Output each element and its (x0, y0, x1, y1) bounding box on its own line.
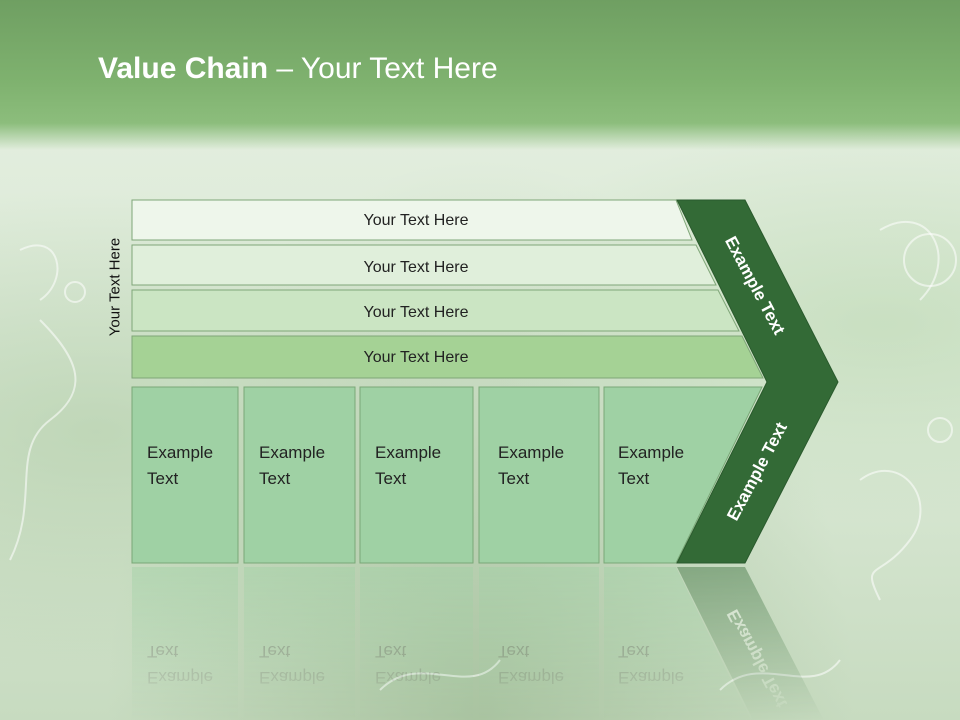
row-shape (131, 335, 764, 379)
reflection-column-line1: Example (618, 668, 684, 687)
column-box (359, 386, 474, 564)
chevron-shape (676, 199, 839, 564)
column-label-line2: Text (259, 469, 290, 488)
row-label: Your Text Here (364, 304, 469, 321)
column-box (131, 386, 239, 564)
page-title: Value Chain – Your Text Here (98, 52, 498, 86)
column-box (243, 386, 356, 564)
title-rest: – Your Text Here (268, 52, 498, 85)
header-band (0, 0, 960, 150)
row-shape (131, 289, 740, 332)
column-box (478, 386, 600, 564)
reflection-column-line2: Text (618, 642, 649, 661)
reflection-column-line2: Text (375, 642, 406, 661)
row-shape (131, 244, 717, 286)
column-label-line1: Example (259, 443, 325, 462)
reflection-column-line1: Example (147, 668, 213, 687)
reflection-column-line2: Text (259, 642, 290, 661)
column-label-line1: Example (618, 443, 684, 462)
row-label: Your Text Here (364, 349, 469, 366)
reflection-column-line1: Example (498, 668, 564, 687)
row-label: Your Text Here (364, 259, 469, 276)
diagram-reflection: Example Text Example Text Example Text E… (132, 567, 824, 720)
column-label-line1: Example (147, 443, 213, 462)
reflection-column-line2: Text (147, 642, 178, 661)
title-bold: Value Chain (98, 52, 269, 85)
reflection-column-line1: Example (375, 668, 441, 687)
rows-group: Your Text Here Your Text Here Your Text … (131, 199, 764, 379)
column-label-line1: Example (375, 443, 441, 462)
row-label: Your Text Here (364, 212, 469, 229)
column-label-line2: Text (618, 469, 649, 488)
reflection-column-line2: Text (498, 642, 529, 661)
column-label-line2: Text (375, 469, 406, 488)
row-shape (131, 199, 693, 241)
column-label-line2: Text (498, 469, 529, 488)
column-label-line2: Text (147, 469, 178, 488)
column-label-line1: Example (498, 443, 564, 462)
columns-group: Example Text Example Text Example Text E… (131, 386, 763, 564)
column-box-last (603, 386, 763, 564)
reflection-column-line1: Example (259, 668, 325, 687)
